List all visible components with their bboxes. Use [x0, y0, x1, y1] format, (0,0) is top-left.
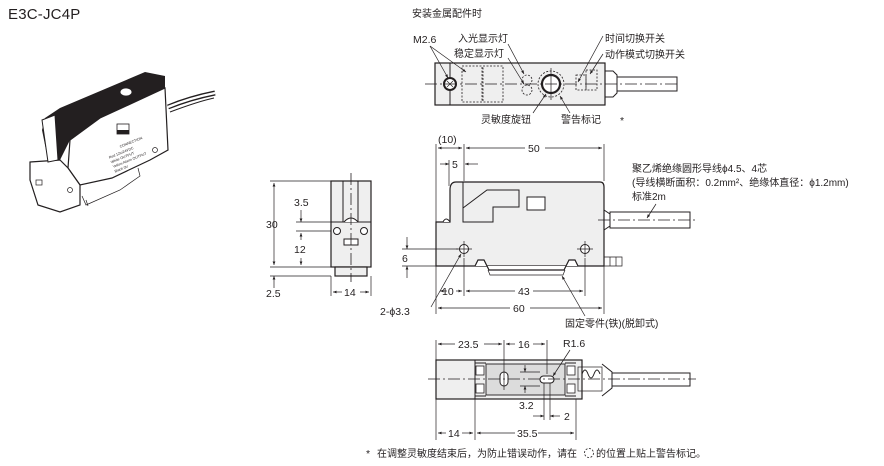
- dim-6: 6: [402, 253, 408, 265]
- dim-43: 43: [518, 286, 530, 298]
- top-view-caption: 安装金属配件时: [412, 7, 482, 20]
- holes-label: 2-ϕ3.3: [380, 306, 410, 318]
- dim-30: 30: [266, 219, 278, 231]
- warning-position-icon: [584, 448, 594, 458]
- dim-14-bottom: 14: [448, 428, 460, 440]
- screw-label: M2.6: [413, 34, 437, 46]
- footnote-text-before: 在调整灵敏度结束后，为防止错误动作，请在: [377, 447, 577, 460]
- warning-asterisk: *: [620, 115, 624, 127]
- footnote-star: *: [366, 448, 370, 460]
- dim-12: 12: [294, 244, 306, 256]
- sensitivity-knob-label: 灵敏度旋钮: [481, 113, 531, 126]
- dim-2: 2: [564, 411, 570, 423]
- dim-35-5: 35.5: [517, 428, 538, 440]
- timer-switch-label: 时间切换开关: [605, 32, 665, 45]
- bracket-label: 固定零件(铁)(脱卸式): [565, 317, 658, 330]
- dim-10-paren: (10): [438, 134, 457, 146]
- dim-14-side: 14: [344, 287, 356, 299]
- dim-16: 16: [518, 339, 530, 351]
- stability-indicator-label: 稳定显示灯: [454, 47, 504, 60]
- bottom-view: 23.5 16 R1.6 3.2 2 14 35.5: [428, 338, 696, 440]
- dim-5: 5: [452, 159, 458, 171]
- front-view: (10) 50 5 6 10 43 60 2-ϕ3.3 固定零件(铁)(脱卸式)…: [380, 134, 849, 330]
- label-line: Black 0V: [114, 164, 129, 173]
- dim-60: 60: [513, 303, 525, 315]
- incident-light-label: 入光显示灯: [458, 32, 508, 45]
- dim-50: 50: [528, 143, 540, 155]
- radius-label: R1.6: [563, 338, 585, 350]
- side-view: 30 3.5 12 2.5 14: [266, 173, 372, 300]
- top-view: 安装金属配件时 M2.6 入光显示灯 稳定显示灯 时间切换开关 动作模式切换开关: [412, 7, 685, 127]
- warning-mark-label: 警告标记: [561, 113, 601, 126]
- footnote: * 在调整灵敏度结束后，为防止错误动作，请在 的位置上贴上警告标记。: [366, 447, 706, 460]
- dim-3-5: 3.5: [294, 197, 309, 209]
- dim-3-2: 3.2: [519, 400, 534, 412]
- footnote-text-after: 的位置上贴上警告标记。: [596, 447, 706, 460]
- dim-10: 10: [442, 286, 454, 298]
- product-illustration: CONNECTION Red 12to24VDC White OUTPUT Ye…: [29, 72, 216, 213]
- dim-2-5: 2.5: [266, 288, 281, 300]
- mode-switch-label: 动作模式切换开关: [605, 48, 685, 61]
- cable-spec-line1: 聚乙烯绝缘圆形导线ϕ4.5、4芯: [632, 162, 767, 175]
- model-title: E3C-JC4P: [8, 6, 81, 23]
- cable-spec-line3: 标准2m: [632, 191, 666, 203]
- cable-spec-line2: (导线横断面积：0.2mm²、绝缘体直径：ϕ1.2mm): [632, 176, 849, 189]
- dim-23-5: 23.5: [458, 339, 479, 351]
